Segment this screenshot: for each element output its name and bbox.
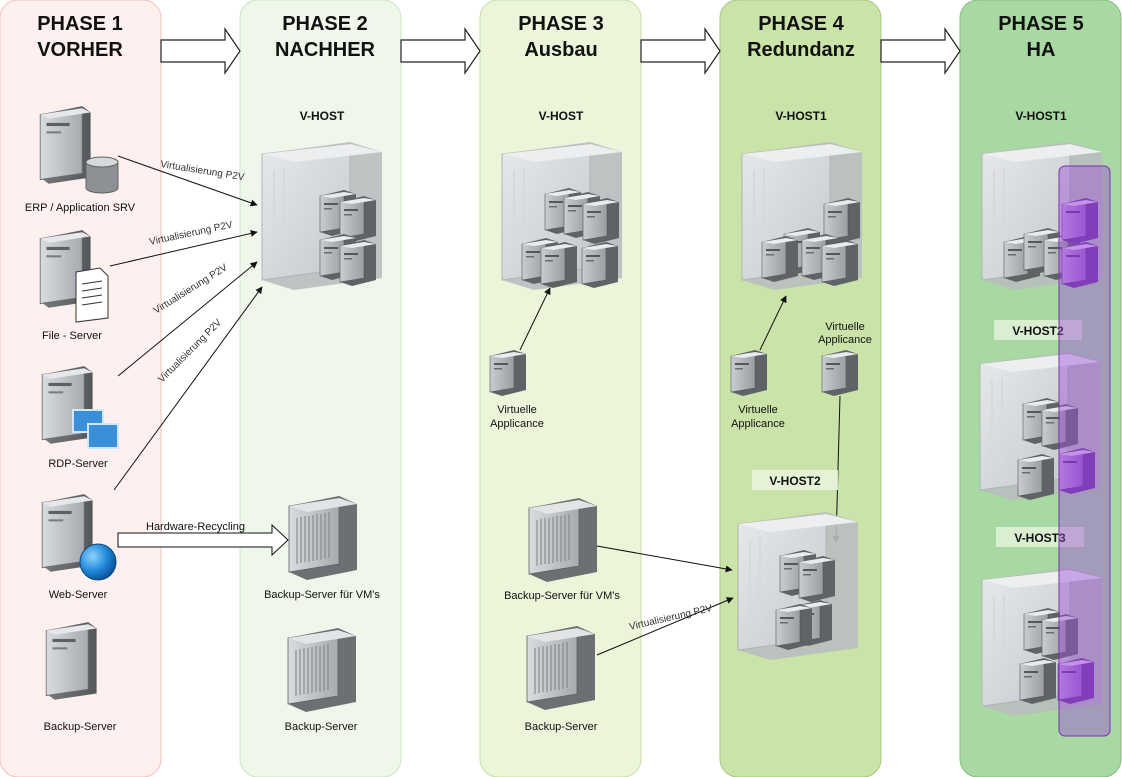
globe-icon (79, 543, 117, 581)
phase4-vhost2-label-bg (752, 470, 838, 490)
phase1-backup-server (45, 621, 98, 701)
phase4-virtual-appliance-1 (730, 349, 768, 397)
phase3-backup-label: Backup-Server (525, 721, 598, 733)
phase2-vhost (261, 141, 383, 291)
erp-server-label: ERP / Application SRV (25, 202, 136, 214)
hardware-recycling-label: Hardware-Recycling (146, 521, 245, 533)
phase3-appliance-arrow (519, 287, 551, 351)
phase3-backup-vm-label: Backup-Server für VM's (504, 590, 620, 602)
ha-cluster-overlay (1058, 165, 1111, 737)
p2v-label-web: Virtualisierung P2V (156, 317, 224, 385)
erp-server (39, 105, 119, 194)
transition-arrow-1-2 (160, 27, 241, 75)
rdp-server (41, 365, 119, 449)
phase5-vhost2-label-bg (994, 320, 1082, 340)
phase4-vhost1 (741, 141, 863, 291)
phase4-vhost2 (737, 511, 859, 661)
document-icon (75, 267, 109, 323)
phase2-vhost-label: V-HOST (300, 109, 345, 123)
p2v-arrow-rdp (117, 261, 258, 377)
backup-p2v-arrow (596, 597, 734, 656)
p2v-label-erp: Virtualisierung P2V (160, 159, 246, 183)
file-server-label: File - Server (42, 330, 102, 342)
phase3-vhost (501, 141, 623, 291)
phase4-vhost1-label: V-HOST1 (775, 109, 827, 123)
phase5-vhost1-label: V-HOST1 (1015, 109, 1067, 123)
monitor-icon (72, 409, 119, 449)
phase2-backup-server (287, 627, 357, 713)
backup-vm-to-vhost2-arrow (596, 545, 733, 573)
phase3-vhost-label: V-HOST (539, 109, 584, 123)
phase4-vhost2-label: V-HOST2 (769, 474, 821, 488)
p2v-arrow-file (109, 230, 258, 267)
transition-arrow-4-5 (880, 27, 961, 75)
phase2-backup-vm-label: Backup-Server für VM's (264, 589, 380, 601)
web-server-label: Web-Server (49, 589, 108, 601)
transition-arrow-3-4 (640, 27, 721, 75)
phase3-backup-vm-server (528, 497, 598, 583)
p2v-label-rdp: Virtualisierung P2V (152, 262, 230, 316)
web-server (41, 493, 117, 581)
p2v-arrow-web (113, 286, 263, 491)
phase2-backup-vm-server (288, 495, 358, 581)
p2v-arrow-erp (117, 155, 258, 207)
phase5-vhost2-label: V-HOST2 (1012, 324, 1064, 338)
rdp-server-label: RDP-Server (48, 458, 108, 470)
transition-arrow-2-3 (400, 27, 481, 75)
file-server (39, 229, 109, 323)
phase1-backup-server-label: Backup-Server (44, 721, 117, 733)
phase4-virtual-appliance-2 (821, 349, 859, 397)
phase2-backup-label: Backup-Server (285, 721, 358, 733)
phase5-vhost3-label-bg (996, 527, 1084, 547)
database-icon (85, 156, 119, 194)
phase-transition-arrows (160, 27, 961, 75)
p2v-arrows (109, 155, 263, 491)
phase3-backup-server (526, 625, 596, 711)
phase3-virtual-appliance (489, 349, 527, 397)
hardware-recycling-arrow (117, 523, 289, 557)
phase5-vhost3-label: V-HOST3 (1014, 531, 1066, 545)
phase4-appliance-arrow-1 (759, 295, 787, 351)
